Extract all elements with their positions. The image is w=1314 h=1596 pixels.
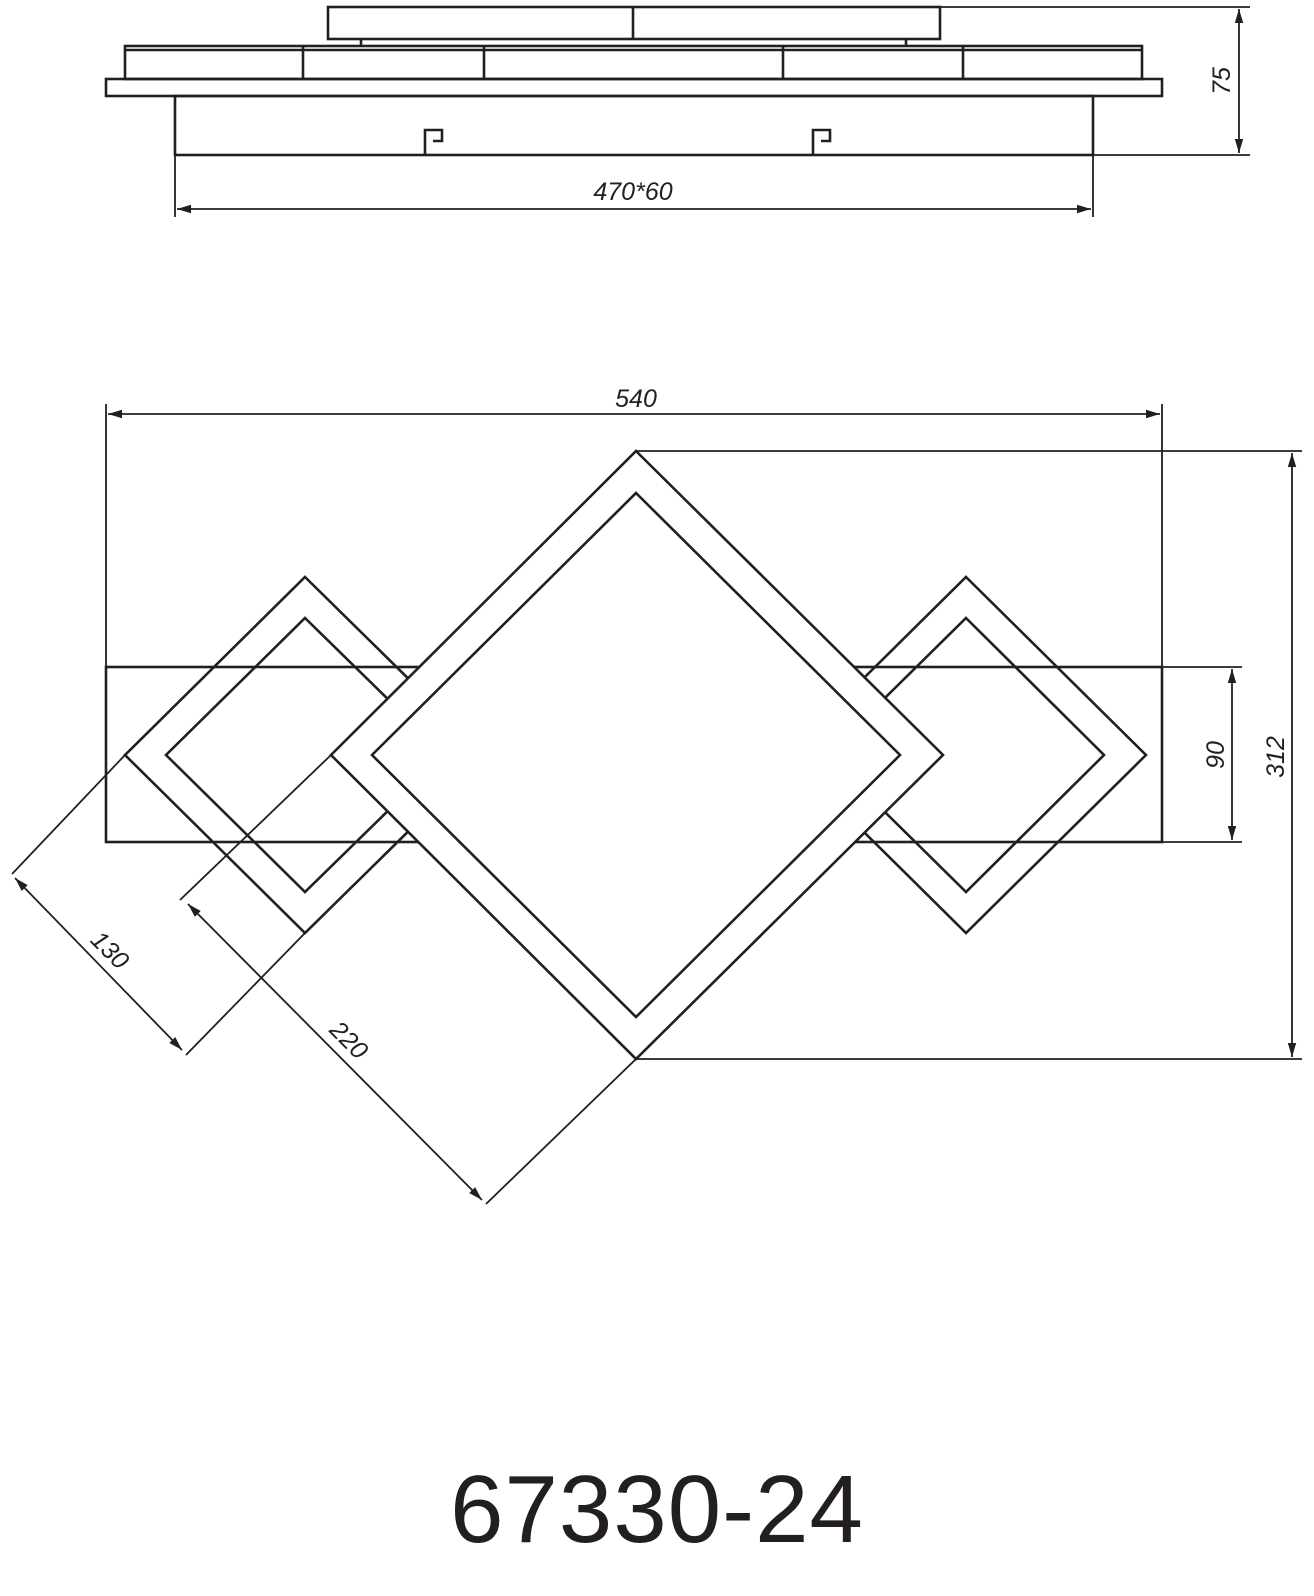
mounting-base	[173, 94, 1095, 157]
overall-height-label: 312	[1262, 736, 1290, 778]
canopy-plate	[104, 77, 1164, 98]
overall-width-label: 540	[615, 385, 657, 413]
small-square-130-dimension	[14, 877, 183, 1051]
side-view	[104, 5, 1250, 217]
model-number: 67330-24	[450, 1456, 864, 1563]
mounting-slot-left	[423, 128, 444, 155]
side-height-label: 75	[1208, 67, 1236, 95]
large-square-label: 220	[323, 1015, 373, 1065]
base-height-label: 90	[1202, 741, 1230, 769]
plan-view	[11, 404, 1302, 1205]
large-diamond-inner	[370, 491, 902, 1019]
large-square-220-dimension	[187, 903, 483, 1201]
mounting-slot-right	[811, 128, 832, 155]
small-square-label: 130	[85, 926, 134, 975]
side-width-label: 470*60	[593, 178, 672, 206]
